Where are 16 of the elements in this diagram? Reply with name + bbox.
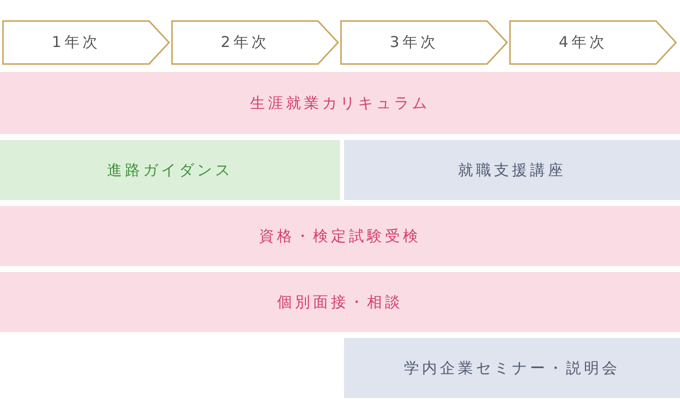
curriculum-bar bbox=[344, 338, 680, 398]
program-label: 就職支援講座 bbox=[458, 160, 566, 180]
curriculum-bar bbox=[0, 272, 680, 332]
year-label: 4年次 bbox=[558, 33, 608, 52]
year-label: 2年次 bbox=[220, 33, 270, 52]
program-label: 進路ガイダンス bbox=[107, 160, 233, 180]
program-label: 個別面接・相談 bbox=[277, 292, 403, 312]
year-label: 1年次 bbox=[52, 33, 100, 52]
program-label: 生涯就業カリキュラム bbox=[250, 94, 430, 112]
year-label: 3年次 bbox=[390, 33, 438, 52]
curriculum-bar bbox=[344, 140, 680, 200]
program-label: 資格・検定試験受検 bbox=[259, 226, 421, 246]
curriculum-bar bbox=[0, 206, 680, 266]
curriculum-bar bbox=[0, 72, 680, 134]
curriculum-bar bbox=[0, 140, 340, 200]
program-label: 学内企業セミナー・説明会 bbox=[404, 358, 620, 378]
